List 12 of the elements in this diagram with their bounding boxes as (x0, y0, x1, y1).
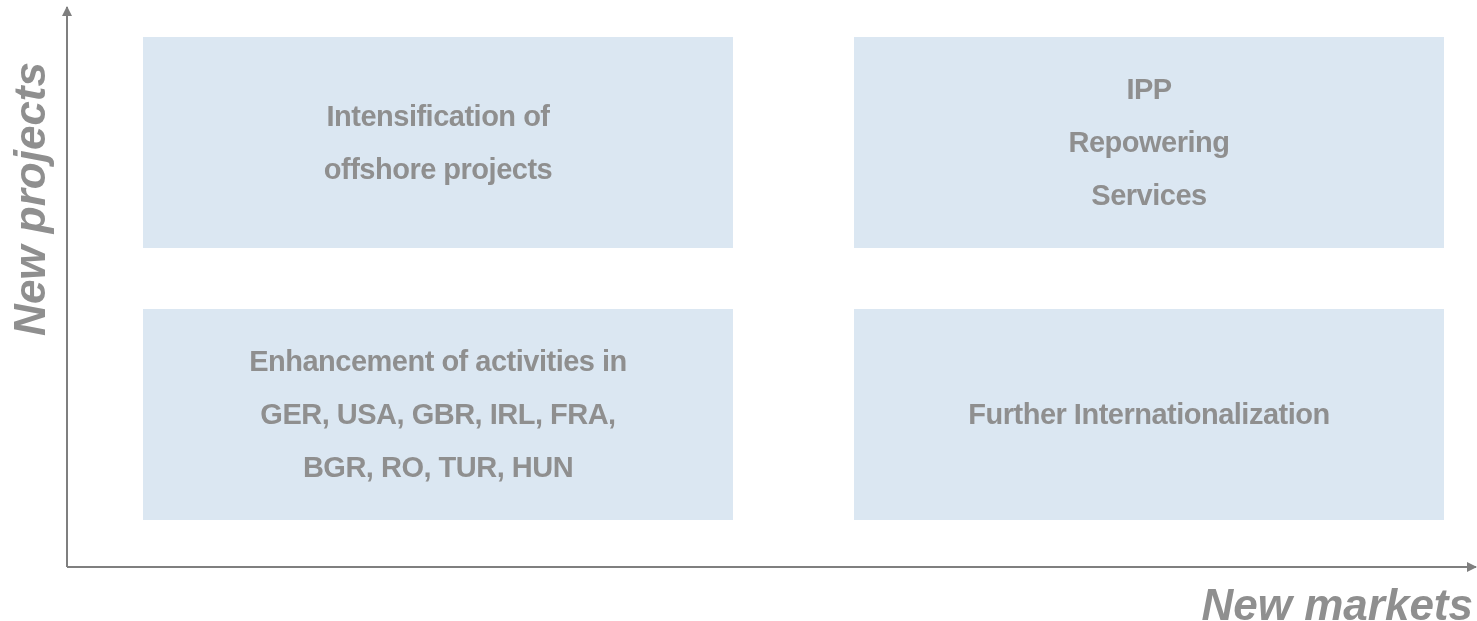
quadrant-box (143, 309, 733, 520)
quadrant-text: Enhancement of activities in GER, USA, GBR, IRL, FRA, BGR, RO, TUR, HUN (248, 344, 628, 485)
quadrant-text: Services (1091, 178, 1207, 213)
quadrant-text: Repowering (1068, 125, 1230, 160)
quadrant-box (854, 309, 1444, 520)
x-axis-label: New markets (1201, 583, 1473, 621)
quadrant-box (854, 37, 1444, 248)
quadrant-text: IPP (1126, 72, 1172, 107)
y-axis-label: New projects (8, 62, 52, 336)
quadrant-text: Intensification of offshore projects (322, 98, 554, 187)
quadrant-box (143, 37, 733, 248)
quadrant-text: Further Internationalization (968, 397, 1330, 432)
